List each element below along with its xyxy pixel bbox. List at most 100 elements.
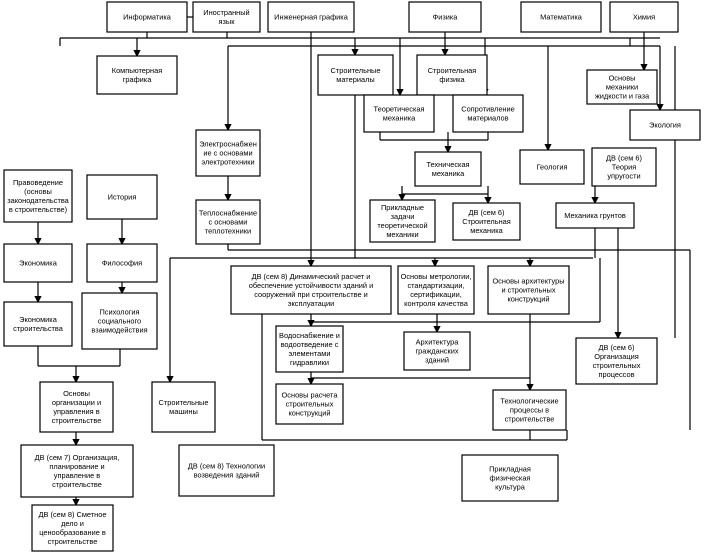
node-label-line: Основы (609, 74, 636, 83)
node-label-line: История (108, 193, 137, 202)
node-label-line: элементами (289, 349, 331, 358)
node-label-line: гражданских (415, 347, 458, 356)
node-label-line: управление в (54, 471, 100, 480)
node-label-line: механики (606, 83, 638, 92)
node-box (31, 504, 114, 552)
node-label-line: строительстве (52, 480, 102, 489)
node-label-line: эксплуатации (288, 299, 335, 308)
node-label-line: контроля качества (404, 299, 469, 308)
node-label-line: Экономика (19, 259, 58, 268)
node-label-line: Технологические (500, 397, 558, 406)
node-label-line: Архитектура (416, 338, 460, 347)
node-dv6-org: ДВ (сем 6)Организациястроительныхпроцесс… (575, 337, 658, 385)
node-label-line: Организация (594, 352, 639, 361)
node-box (195, 199, 261, 245)
node-box (452, 94, 524, 133)
node-box (629, 109, 701, 141)
node-label-line: Иностранный (203, 8, 249, 17)
node-label-line: Философия (102, 259, 142, 268)
node-box (586, 69, 658, 105)
node-box (555, 202, 635, 229)
node-label-line: дело и (61, 519, 84, 528)
node-label-line: ДВ (сем 6) (606, 154, 642, 163)
node-label-line: ДВ (сем 8) Сметное (39, 510, 107, 519)
node-box (3, 169, 73, 223)
node-box (492, 389, 567, 431)
node-label-line: ДВ (сем 6) (599, 343, 635, 352)
node-label-line: механики (386, 230, 418, 239)
node-label-line: Основы архитектуры (492, 277, 564, 286)
node-label-line: материалы (336, 75, 374, 84)
node-box (575, 337, 658, 385)
node-label-line: теплотехники (205, 227, 251, 236)
node-label-line: Строительные (331, 66, 381, 75)
node-label-line: Прикладная (489, 465, 531, 474)
node-informatika: Информатика (106, 1, 188, 33)
node-label-line: физическая (490, 474, 531, 483)
node-box (86, 174, 158, 220)
node-label-line: Компьютерная (112, 66, 162, 75)
node-box (403, 331, 471, 371)
node-label-line: процессы в (510, 406, 549, 415)
node-mekh-gruntov: Механика грунтов (555, 202, 635, 229)
node-label-line: Инженерная графика (274, 13, 349, 22)
node-box (178, 444, 275, 497)
node-label-line: зданий (425, 356, 449, 365)
node-label-line: законодательства (7, 196, 69, 205)
node-label-line: с основами (209, 218, 248, 227)
node-label-line: сертификации, (410, 290, 462, 299)
node-label-line: Экономика (19, 315, 58, 324)
node-label-line: ДВ (сем 6) (469, 208, 505, 217)
node-fizika: Физика (408, 1, 482, 33)
node-label-line: материалов (467, 114, 508, 123)
node-label-line: Теоретическая (374, 105, 425, 114)
node-box (3, 243, 73, 283)
node-ekologiya: Экология (629, 109, 701, 141)
node-label-line: строительных (593, 361, 641, 370)
node-box (487, 265, 570, 315)
node-label-line: упругости (607, 172, 640, 181)
node-label-line: Геология (537, 163, 568, 172)
node-box (275, 383, 344, 425)
node-label-line: в строительстве) (9, 205, 67, 214)
node-filosofiya: Философия (86, 243, 158, 283)
node-label-line: механика (383, 114, 416, 123)
node-label-line: Психология (99, 308, 139, 317)
node-label-line: Водоснабжение и (279, 331, 340, 340)
node-box (408, 1, 482, 33)
node-box (317, 54, 394, 96)
node-label-line: Строительные (159, 398, 209, 407)
node-label-line: управления в (53, 407, 99, 416)
node-label-line: обеспечение устойчивости зданий и (249, 281, 373, 290)
node-box (151, 381, 216, 433)
node-label-line: теоретической (377, 221, 427, 230)
node-label-line: ДВ (сем 8) Технологии (188, 462, 265, 471)
node-label-line: машины (169, 407, 198, 416)
node-label-line: ДВ (сем 7) Организация, (35, 453, 120, 462)
node-label-line: ие с основами (203, 149, 252, 158)
node-label-line: электротехники (201, 158, 254, 167)
node-label-line: возведения зданий (194, 471, 260, 480)
node-label-line: Основы метрологии, (401, 272, 472, 281)
node-label-line: Прикладные (381, 203, 424, 212)
node-label-line: и строительных (501, 286, 555, 295)
node-inzhenernaya: Инженерная графика (267, 1, 355, 33)
